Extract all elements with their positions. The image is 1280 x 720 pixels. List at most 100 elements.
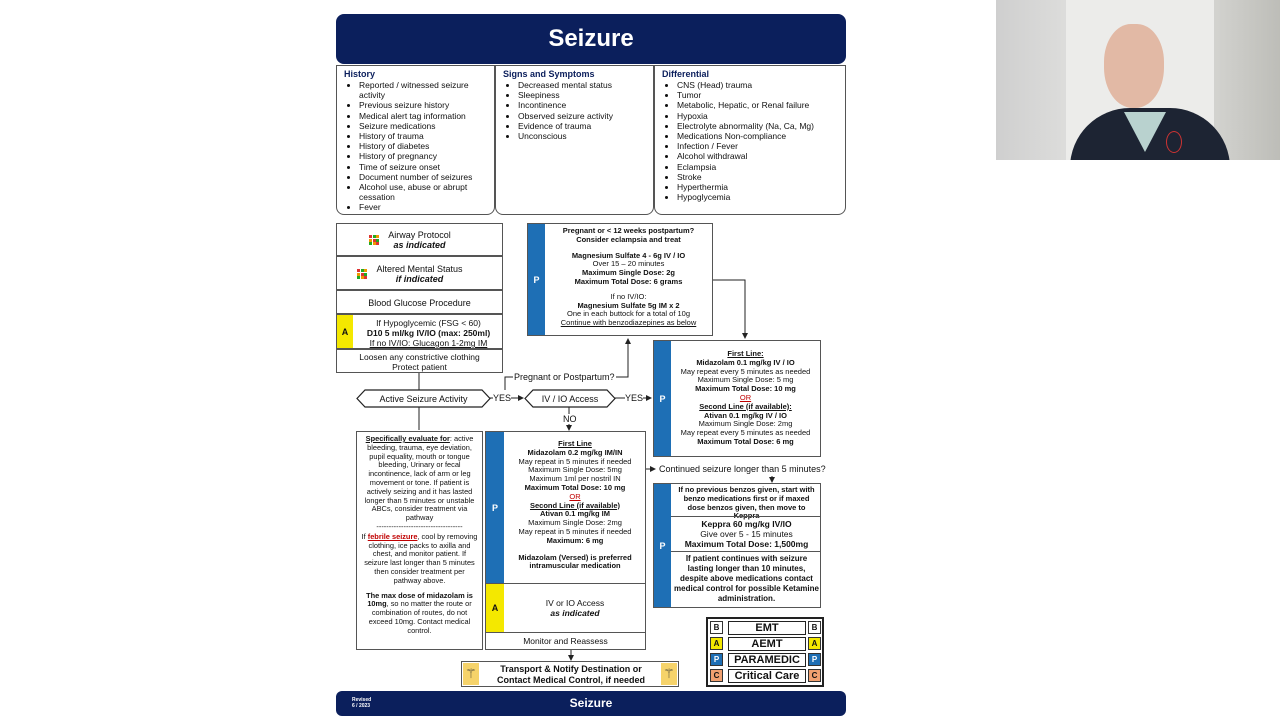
caduceus-icon: ⚚ — [463, 663, 479, 685]
differential-item: Hypoglycemia — [677, 192, 845, 202]
evaluate-text-3: , so no matter the route or combination … — [368, 599, 472, 635]
history-heading: History — [344, 69, 376, 79]
level-letter: A — [491, 603, 499, 613]
ams-step: Altered Mental Status if indicated — [336, 256, 503, 290]
legend-level-name: Critical Care — [728, 669, 806, 683]
im-line-7: Maximum Single Dose: 2mg — [528, 518, 622, 528]
iv-or: OR — [739, 392, 752, 402]
revised-label: Revised — [352, 697, 372, 703]
legend-level-name: AEMT — [728, 637, 806, 651]
iv-first-line-heading: First Line: — [727, 349, 764, 358]
legend-key: P — [808, 653, 821, 666]
differential-panel: Differential CNS (Head) traumaTumorMetab… — [654, 65, 846, 215]
level-letter: P — [533, 274, 540, 285]
webcam-badge — [1166, 131, 1182, 153]
iv-med-box: P First Line: Midazolam 0.1 mg/kg IV / I… — [653, 340, 821, 457]
im-line-9: Maximum: 6 mg — [546, 535, 604, 545]
signs-heading: Signs and Symptoms — [503, 69, 595, 79]
evaluate-text-3-bold: The max dose of midazolam is 10mg — [366, 590, 473, 609]
differential-item: Medications Non-compliance — [677, 131, 845, 141]
evaluate-lead: Specifically evaluate for — [365, 434, 450, 443]
preg-line-8: Magnesium Sulfate 5g IM x 2 — [577, 300, 680, 310]
page-title: Seizure — [548, 25, 634, 52]
iv-access-as-indicated: IV or IO Access as indicated — [505, 598, 645, 618]
keppra-divider-2 — [671, 551, 820, 552]
im-text: First Line Midazolam 0.2 mg/kg IM/IN May… — [505, 439, 645, 571]
airway-label: Airway Protocol — [388, 230, 451, 240]
webcam-person-head — [1104, 24, 1164, 108]
monitor-divider — [486, 632, 645, 633]
differential-item: CNS (Head) trauma — [677, 80, 845, 90]
differential-item: Hyperthermia — [677, 182, 845, 192]
footer-banner: Revised 6 / 2023 Seizure — [336, 691, 846, 716]
iv-line-1: Midazolam 0.1 mg/kg IV / IO — [696, 357, 795, 367]
preg-line-6: Maximum Total Dose: 6 grams — [574, 276, 683, 286]
im-line-5: Maximum Total Dose: 10 mg — [524, 482, 626, 492]
history-item: Document number of seizures — [359, 172, 494, 182]
history-item: Previous seizure history — [359, 100, 494, 110]
preg-line-5: Maximum Single Dose: 2g — [582, 268, 675, 278]
preg-line-10: Continue with benzodiazepines as below — [560, 318, 697, 328]
differential-item: Stroke — [677, 172, 845, 182]
iv-line-3: Maximum Single Dose: 5 mg — [697, 375, 794, 385]
footer-title: Seizure — [569, 696, 613, 710]
active-seizure-label: Active Seizure Activity — [379, 393, 468, 404]
level-letter: P — [659, 393, 666, 404]
iv-line-2: May repeat every 5 minutes as needed — [680, 366, 811, 376]
signs-panel: Signs and Symptoms Decreased mental stat… — [495, 65, 654, 215]
pregnant-question: Pregnant or Postpartum? — [513, 372, 616, 382]
level-letter: A — [341, 326, 349, 337]
history-item: History of pregnancy — [359, 151, 494, 161]
revised-note: Revised 6 / 2023 — [352, 697, 371, 709]
paramedic-level-bar: P — [528, 224, 545, 335]
im-line-10: Midazolam (Versed) is preferred intramus… — [518, 552, 632, 571]
keppra-dose: Keppra 60 mg/kg IV/IO Give over 5 - 15 m… — [674, 519, 819, 549]
iv-access-label: IV / IO Access — [541, 393, 599, 404]
differential-item: Metabolic, Hepatic, or Renal failure — [677, 100, 845, 110]
preg-line-3: Magnesium Sulfate 4 - 6g IV / IO — [571, 250, 686, 260]
im-first-line-heading: First Line — [558, 439, 592, 448]
im-line-4: Maximum 1ml per nostril IN — [529, 474, 621, 484]
legend-key: A — [808, 637, 821, 650]
history-item: Seizure medications — [359, 121, 494, 131]
febrile-seizure-text: febrile seizure — [367, 531, 418, 541]
evaluate-p2: If febrile seizure, cool by removing clo… — [361, 531, 478, 586]
im-line-8: May repeat in 5 minutes if needed — [518, 526, 632, 536]
preg-line-4: Over 15 – 20 minutes — [592, 259, 665, 269]
preg-line-9: One in each buttock for a total of 10g — [567, 309, 690, 319]
keppra-line-3: Give over 5 - 15 minutes — [700, 529, 793, 539]
iv-line-4: Maximum Total Dose: 10 mg — [695, 384, 796, 394]
keppra-intro: If no previous benzos given, start with … — [678, 485, 815, 521]
signs-item: Decreased mental status — [518, 80, 653, 90]
preg-line-7: If no IV/IO: — [610, 291, 647, 301]
revised-date: 6 / 2023 — [352, 703, 371, 709]
history-item: History of diabetes — [359, 141, 494, 151]
keppra-box: P If no previous benzos given, start wit… — [653, 483, 821, 608]
history-item: Fever — [359, 202, 494, 212]
history-list: Reported / witnessed seizure activityPre… — [337, 80, 494, 213]
im-line-3: Maximum Single Dose: 5mg — [528, 465, 622, 475]
im-or: OR — [569, 491, 581, 501]
iv-line-5: Ativan 0.1 mg/kg IV / IO — [704, 410, 787, 420]
preg-line-2: Consider eclampsia and treat — [576, 234, 681, 244]
legend-level-name: EMT — [728, 621, 806, 635]
evaluate-p3: The max dose of midazolam is 10mg, so no… — [361, 590, 478, 636]
im-med-box: P First Line Midazolam 0.2 mg/kg IM/IN M… — [485, 431, 646, 650]
legend-key: A — [710, 637, 723, 650]
history-item: Medical alert tag information — [359, 111, 494, 121]
glucose-label: Blood Glucose Procedure — [368, 298, 471, 308]
differential-item: Tumor — [677, 90, 845, 100]
loosen-line-2: Protect patient — [392, 362, 447, 372]
level-letter: P — [659, 540, 666, 551]
iv-line-6: Maximum Single Dose: 2mg — [698, 419, 793, 429]
im-line-2: May repeat in 5 minutes if needed — [518, 456, 632, 466]
yes-label-1: YES — [493, 393, 512, 403]
continued-seizure-question: Continued seizure longer than 5 minutes? — [659, 464, 826, 474]
evaluate-text-1: : active bleeding, trauma, eye deviation… — [364, 434, 475, 523]
protocol-grid-icon — [357, 269, 367, 279]
loosen-line-1: Loosen any constrictive clothing — [359, 352, 480, 362]
